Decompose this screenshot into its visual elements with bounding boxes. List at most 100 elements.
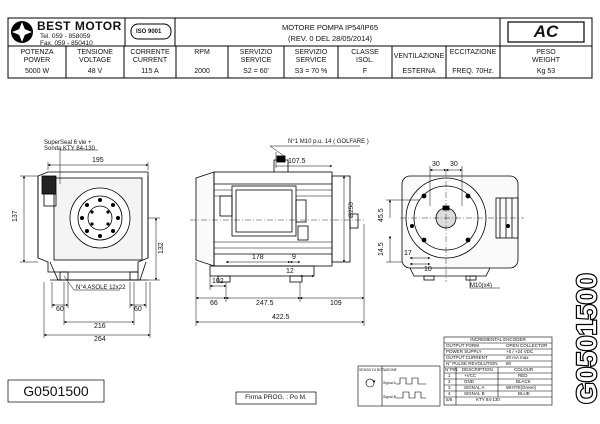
pin-description: SIGNAL A [464, 385, 485, 390]
dim-2475: 247.5 [256, 300, 274, 307]
encoder-row-label: POWER SUPPLY [446, 349, 482, 354]
pin-colour: WHITE(Green) [506, 385, 537, 390]
pin-number: 5/6 [446, 397, 453, 402]
dim-102: 102 [212, 278, 224, 285]
spec-rpm-label1: RPM [194, 49, 210, 56]
spec-current-label2: CURRENT [132, 57, 168, 64]
dim-4225: 422.5 [272, 314, 290, 321]
dim-195: 195 [92, 157, 104, 164]
side-dims [195, 145, 365, 326]
m10x4-label: M10(x4) [470, 283, 493, 289]
pin-number: 2 [448, 379, 451, 384]
pin-colour: BLACK [516, 379, 531, 384]
logo-icon [11, 21, 33, 43]
spec-weight-value: Kg 53 [536, 68, 556, 75]
pin-colour: BLUE [518, 391, 530, 396]
spec-exc-label1: ECCITAZIONE [449, 49, 497, 56]
dim-145: 14.5 [378, 242, 385, 256]
encoder-title: INCREMENTAL ENCODER [470, 337, 526, 342]
dim-455: 45.5 [378, 208, 385, 222]
brand-fax: Fax. 059 - 850410 [40, 39, 93, 47]
encoder-row-value: 80 [506, 361, 512, 366]
spec-current-label1: CORRENTE [130, 49, 170, 56]
encoder-row-value: OPEN COLLECTOR [506, 343, 548, 348]
ac-label: AC [533, 22, 559, 41]
signal-diagram [357, 365, 441, 407]
firma-label: Firma PROG. : Po M. [245, 394, 307, 401]
dim-17: 17 [404, 250, 412, 257]
dim-109: 109 [330, 300, 342, 307]
encoder-row-label: OUTPUT FORM [446, 343, 479, 348]
iso-label: ISO 9001 [136, 29, 162, 35]
encoder-table-frame [443, 336, 553, 406]
left-view [37, 171, 149, 281]
dim-1075: 107.5 [288, 158, 306, 165]
dim-10: 10 [424, 266, 432, 273]
dim-30a: 30 [432, 161, 440, 168]
dim-12: 12 [286, 268, 294, 275]
superseal-label: SuperSeal 6 vie + [44, 140, 92, 146]
encoder-row-label: N° PULSE REVOLUTION [446, 361, 498, 366]
spec-s3-label1: SERVIZIO [294, 49, 328, 56]
pin-description: +VCC [464, 373, 477, 378]
pin-number: 4 [448, 391, 451, 396]
spec-class-label1: CLASSE [351, 49, 379, 56]
title-line2: (REV. 0 DEL 28/05/2014) [287, 34, 373, 43]
signal-a-label: Signal A [383, 381, 396, 385]
pin-header-colour: COLOUR [514, 367, 534, 372]
golfare-label: N°1 M10 p.u. 14 ( GOLFARE ) [288, 139, 369, 145]
spec-voltage-value: 48 V [87, 68, 103, 75]
spec-class-label2: ISOL. [356, 57, 374, 64]
front-view [400, 170, 524, 282]
spec-rpm-value: 2000 [194, 68, 210, 75]
drawing-code: G0501500 [23, 383, 89, 399]
spec-power-value: 5000 W [24, 68, 50, 75]
title-line1: MOTORE POMPA IP54/IP65 [281, 23, 378, 32]
pin-number: 3 [448, 385, 451, 390]
spec-power-label1: POTENZA [20, 49, 54, 56]
vertical-code: G0501500 [571, 273, 600, 404]
diam250-label: Ø250 [348, 202, 355, 218]
spec-current-value: 115 A [141, 68, 159, 75]
spec-s2-label1: SERVIZIO [239, 49, 273, 56]
dim-137: 137 [12, 210, 19, 222]
pin-description: SIGNAL B [464, 391, 485, 396]
pin-header-pin: N°PIN [445, 367, 458, 372]
dim-216: 216 [94, 323, 106, 330]
spec-weight-label1: PESO [536, 49, 556, 56]
spec-voltage-label1: TENSIONE [77, 49, 113, 56]
dim-132: 132 [158, 242, 165, 254]
left-dims [20, 149, 160, 338]
encoder-row-label: OUTPUT CURRENT [446, 355, 488, 360]
signal-b-label: Signal B [383, 395, 397, 399]
asole-label: N°4 ASOLE 12x22 [76, 285, 126, 291]
side-view [190, 155, 364, 283]
dim-178: 178 [252, 254, 264, 261]
spec-weight-label2: WEIGHT [532, 57, 560, 64]
pin-colour: RED [518, 373, 528, 378]
encoder-row-value: +5 / +24 VDC [506, 349, 534, 354]
spec-vent-label1: VENTILAZIONE [393, 53, 445, 60]
dim-60b: 60 [134, 306, 142, 313]
spec-s2-value: S2 = 60' [243, 68, 269, 75]
spec-voltage-label2: VOLTAGE [78, 57, 112, 64]
pin-number: 1 [448, 373, 451, 378]
dim-9: 9 [292, 254, 296, 261]
signal-seq-label: SENSO DI ROTAZIONE [359, 368, 397, 372]
superseal-sonda: Sonda KTY 84-130 [44, 146, 95, 152]
spec-vent-value: ESTERNA [402, 68, 436, 75]
dim-264: 264 [94, 336, 106, 343]
pin-description: GND [464, 379, 474, 384]
spec-exc-value: FREQ. 70Hz. [452, 68, 494, 75]
dim-66: 66 [210, 300, 218, 307]
encoder-row-value: 20 mA max [506, 355, 529, 360]
spec-power-label2: POWER [23, 57, 51, 64]
spec-s3-label2: SERVICE [295, 57, 327, 64]
brand-name: BEST MOTOR [37, 19, 122, 33]
iso-badge-icon [130, 23, 172, 40]
spec-s2-label2: SERVICE [240, 57, 272, 64]
spec-s3-value: S3 = 70 % [294, 68, 328, 75]
